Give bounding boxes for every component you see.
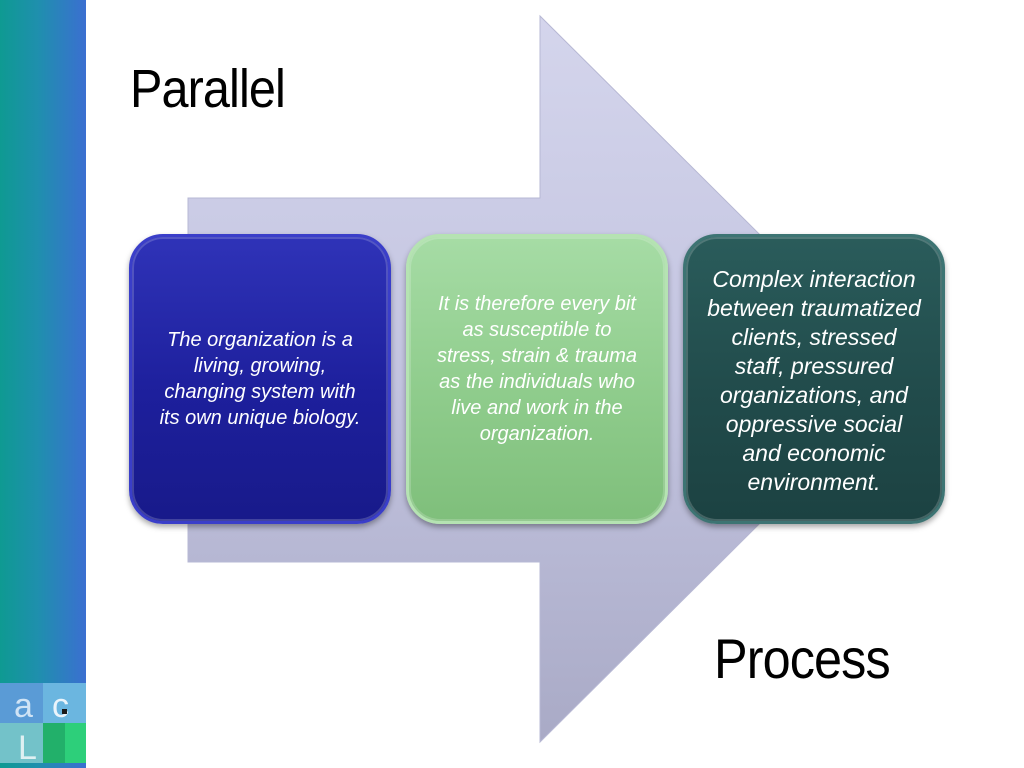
acl-logo: a c L — [0, 683, 86, 763]
logo-letter-c: c — [52, 687, 69, 725]
card-organization-text: The organization is a living, growing, c… — [159, 329, 361, 429]
logo-letter-l: L — [18, 729, 37, 763]
card-complex-interaction: Complex interaction between traumatized … — [683, 234, 945, 524]
logo-letter-a: a — [14, 687, 33, 725]
title-parallel: Parallel — [130, 59, 286, 119]
card-susceptible-text: It is therefore every bit as susceptible… — [436, 293, 638, 445]
card-susceptible: It is therefore every bit as susceptible… — [406, 234, 668, 524]
card-organization: The organization is a living, growing, c… — [129, 234, 391, 524]
side-bar — [0, 0, 86, 768]
card-complex-interaction-text: Complex interaction between traumatized … — [707, 266, 921, 495]
title-process: Process — [714, 627, 891, 690]
